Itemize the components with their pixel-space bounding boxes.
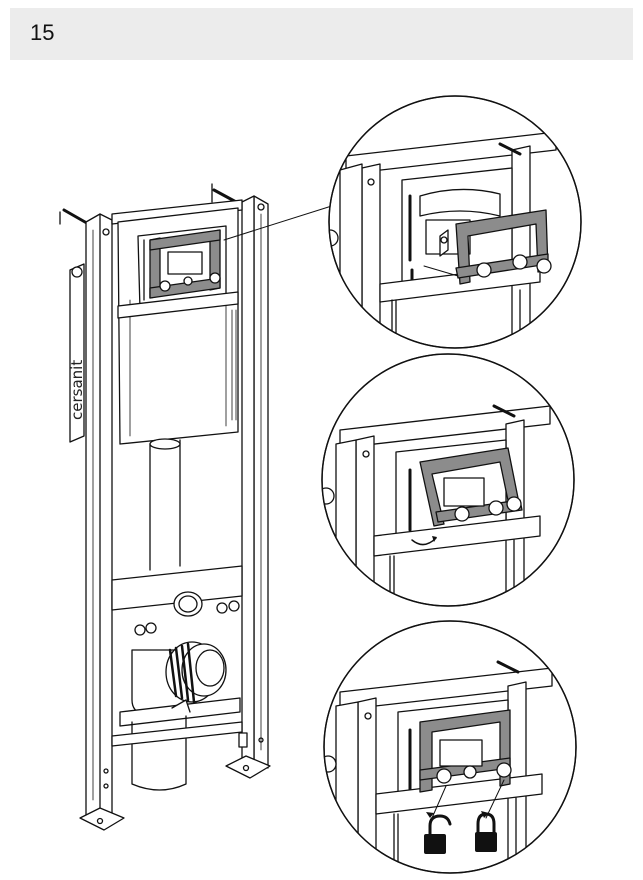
flush-mount-plate <box>137 225 227 311</box>
flush-pipe <box>149 438 181 571</box>
left-frame-post <box>79 213 125 831</box>
lower-cross-beam <box>111 565 243 636</box>
detail-circle-lock-bracket <box>323 620 577 874</box>
top-cross-beam <box>111 199 243 225</box>
right-frame-post <box>225 195 271 779</box>
bottom-cross-beam <box>111 721 243 747</box>
brand-label-panel: cersanit <box>68 263 86 443</box>
detail-circle-remove-bracket <box>328 95 582 349</box>
middle-cross-beam <box>117 291 239 319</box>
drain-elbow <box>119 641 241 727</box>
brand-label: cersanit <box>68 360 86 420</box>
wc-installation-frame: cersanit <box>59 183 339 831</box>
drain-pipe <box>131 715 187 791</box>
unlocked-padlock-icon <box>424 814 452 854</box>
step-header: 15 <box>10 8 633 60</box>
locked-padlock-icon <box>475 812 497 852</box>
detail-circle-rotate-bracket <box>321 353 575 607</box>
step-number: 15 <box>30 20 55 45</box>
callout-leader-line <box>223 203 339 241</box>
